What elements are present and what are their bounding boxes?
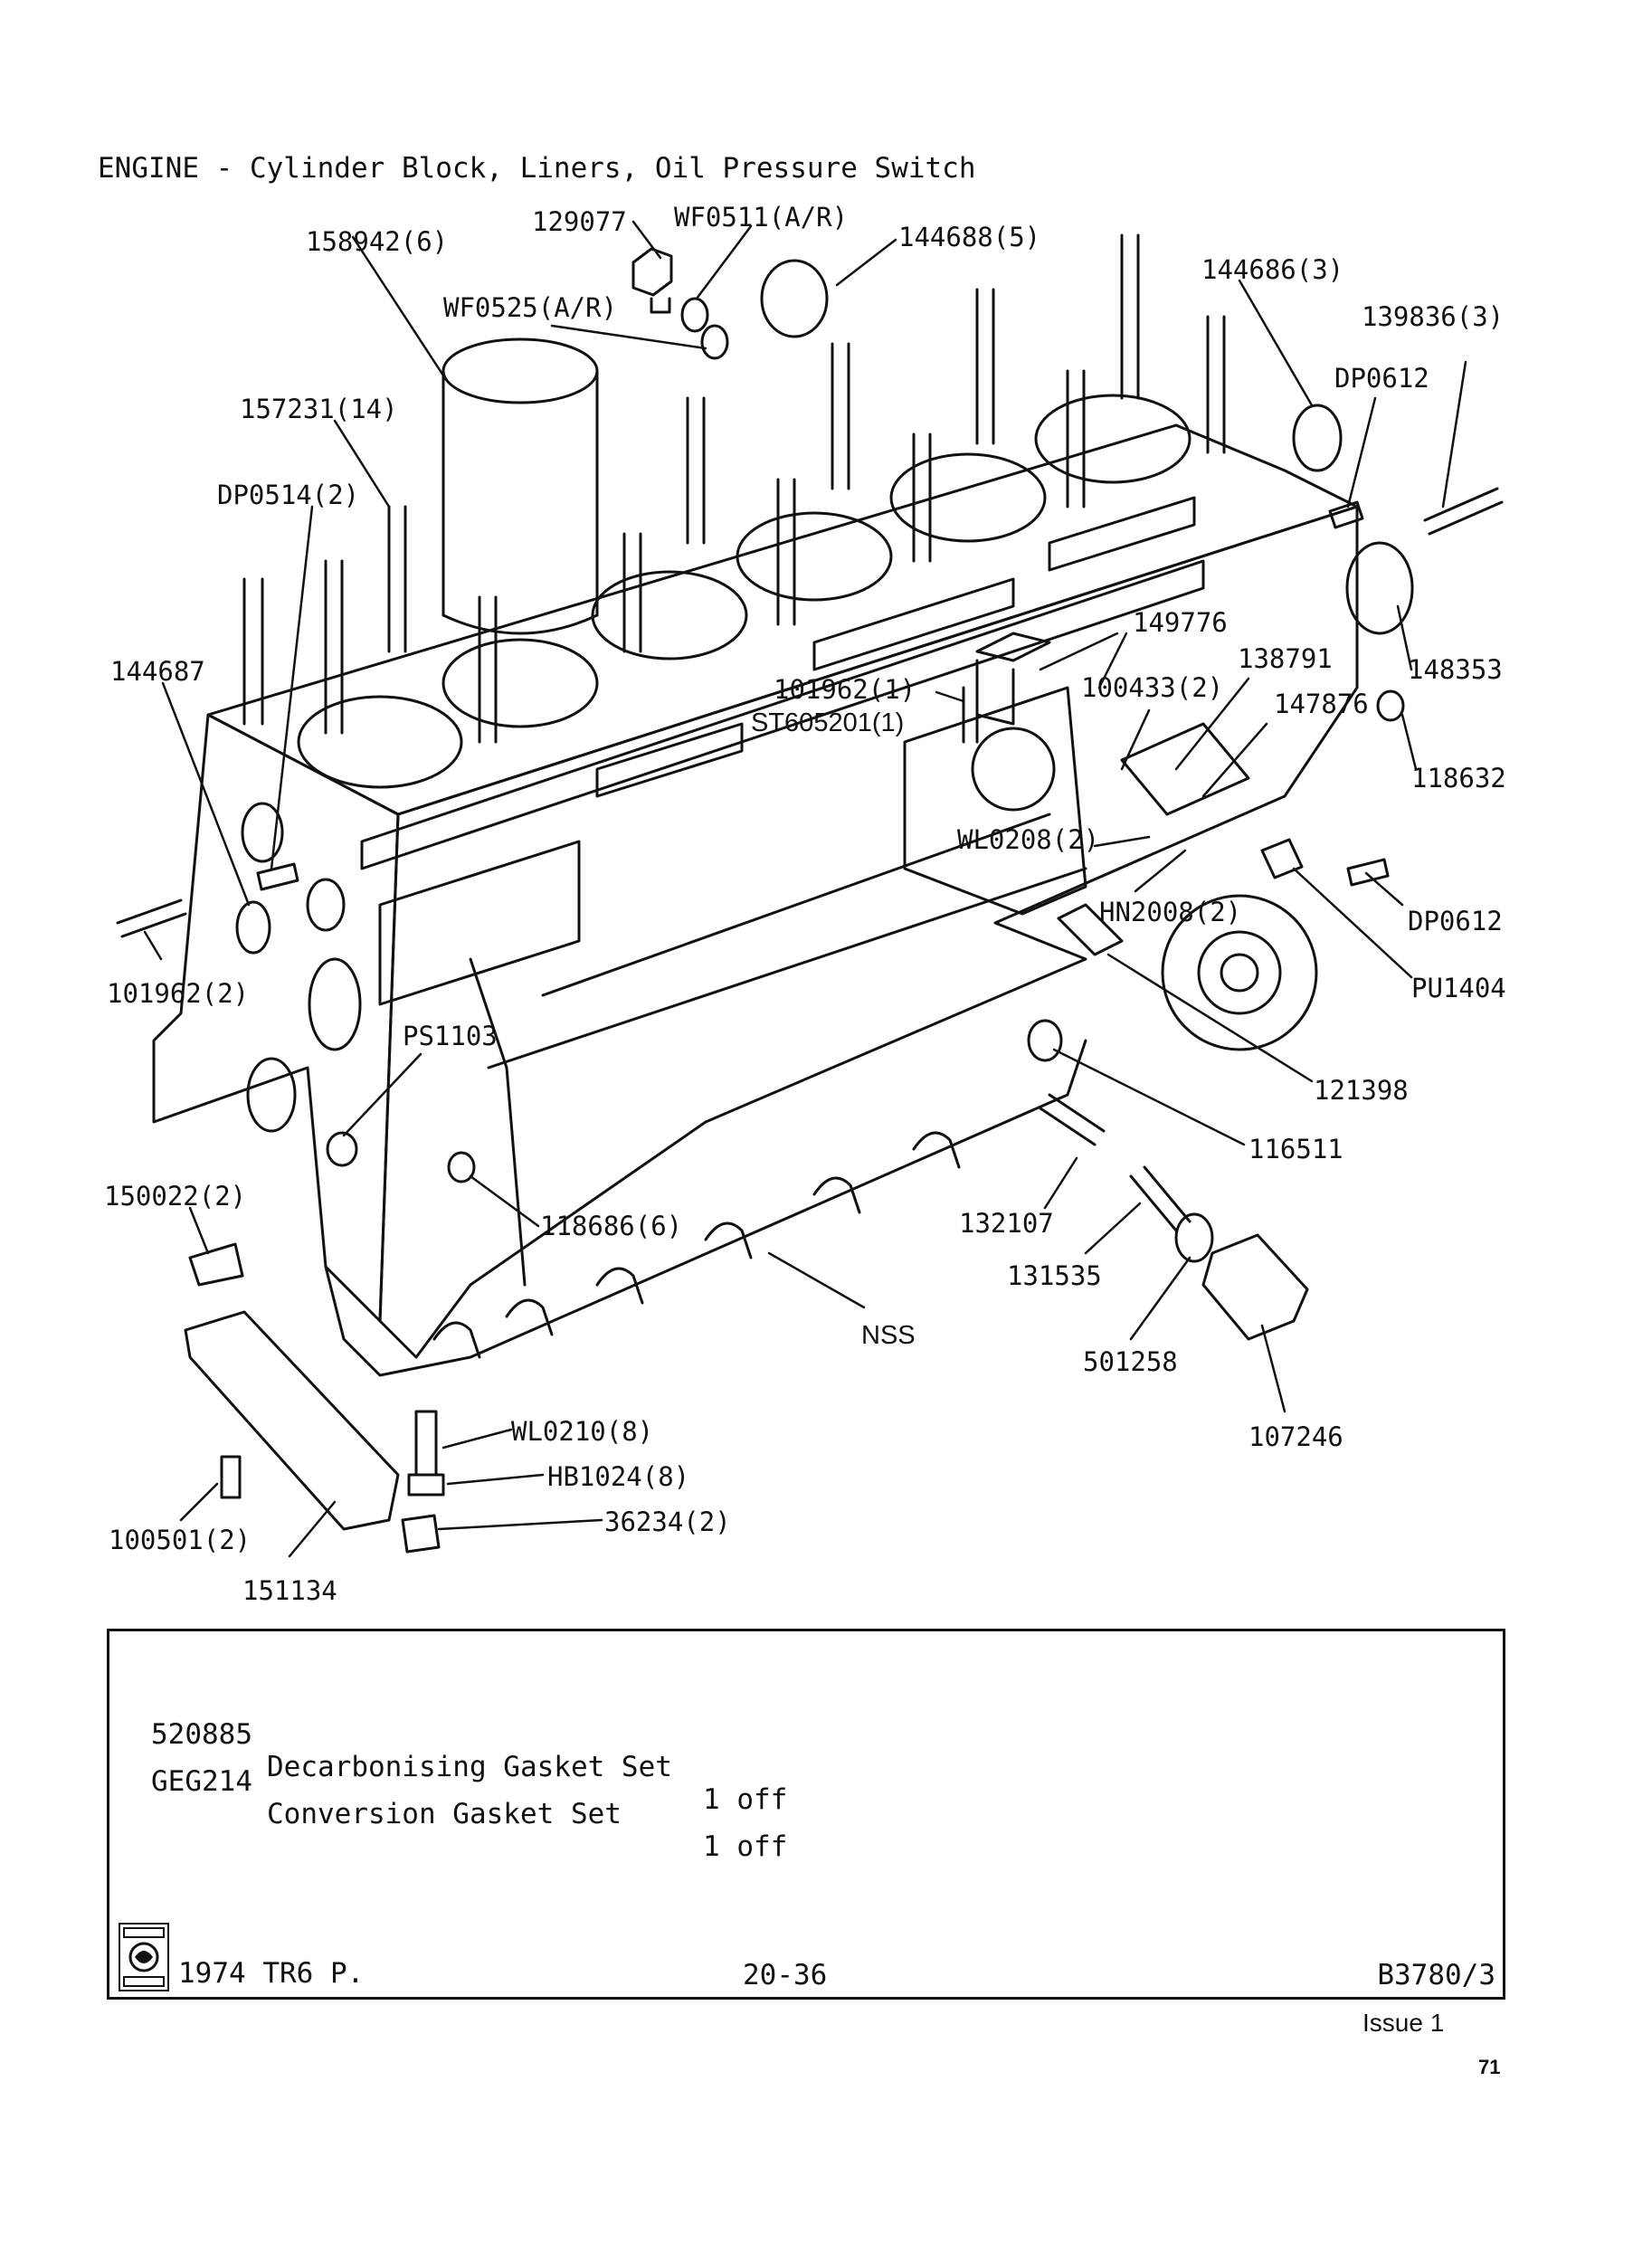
callout-118632: 118632 [1411, 763, 1506, 794]
gasket-kit-box: 520885 Decarbonising Gasket Set 1 off GE… [107, 1629, 1505, 2000]
callout-wf0525: WF0525(A/R) [443, 292, 617, 323]
callout-nss: NSS [861, 1321, 916, 1350]
callout-pu1404: PU1404 [1411, 973, 1506, 1003]
callout-501258: 501258 [1083, 1346, 1178, 1377]
callout-dp0612-right: DP0612 [1408, 906, 1503, 936]
kit-code: 520885 [151, 1718, 252, 1751]
callout-hb1024: HB1024(8) [547, 1461, 689, 1492]
callout-36234: 36234(2) [604, 1506, 731, 1537]
kit-description: Decarbonising Gasket Set [267, 1751, 672, 1783]
callout-wf0511: WF0511(A/R) [674, 202, 848, 233]
callout-144688: 144688(5) [898, 222, 1040, 252]
british-leyland-logo-mark [123, 1927, 165, 1987]
small-parts [116, 247, 1504, 1554]
callout-st605201: ST605201(1) [751, 708, 904, 737]
callout-132107: 132107 [959, 1208, 1054, 1239]
kit-description: Conversion Gasket Set [267, 1798, 622, 1830]
callout-ps1103: PS1103 [403, 1021, 498, 1051]
cylinder-liner [441, 337, 599, 635]
callout-148353: 148353 [1408, 654, 1503, 685]
kit-quantity: 1 off [703, 1830, 788, 1863]
british-leyland-logo [119, 1923, 169, 1991]
callout-wl0210: WL0210(8) [511, 1416, 653, 1447]
leader-lines [143, 220, 1467, 1558]
callout-101962-center: 101962(1) [774, 674, 916, 705]
callout-138791: 138791 [1238, 643, 1333, 674]
callout-118686: 118686(6) [540, 1211, 682, 1241]
callout-116511: 116511 [1248, 1134, 1343, 1164]
callout-100433: 100433(2) [1081, 672, 1223, 703]
callout-158942: 158942(6) [306, 226, 448, 257]
cylinder-bores [297, 394, 1192, 789]
kit-code: GEG214 [151, 1765, 252, 1798]
callout-144687: 144687 [110, 656, 205, 687]
callout-121398: 121398 [1314, 1075, 1409, 1106]
callout-129077: 129077 [532, 206, 627, 237]
callout-dp0612-top: DP0612 [1334, 363, 1429, 394]
callout-139836: 139836(3) [1362, 301, 1504, 332]
callout-149776: 149776 [1133, 607, 1228, 638]
callout-hn2008: HN2008(2) [1099, 897, 1241, 927]
callout-101962-left: 101962(2) [107, 978, 249, 1009]
issue-label: Issue 1 [1362, 2009, 1445, 2037]
kit-quantity: 1 off [703, 1783, 788, 1816]
page-reference: 20-36 [743, 1959, 828, 1991]
cylinder-block [152, 423, 1359, 1377]
callout-157231: 157231(14) [240, 394, 398, 424]
callout-151134: 151134 [242, 1575, 337, 1606]
model-year: 1974 TR6 P. [178, 1957, 365, 1990]
callout-150022: 150022(2) [104, 1181, 246, 1212]
callout-144686: 144686(3) [1201, 254, 1343, 285]
callout-147876: 147876 [1274, 689, 1369, 719]
callout-wl0208: WL0208(2) [957, 824, 1099, 855]
exploded-engine-diagram: 158942(6) 129077 WF0511(A/R) 144688(5) W… [104, 202, 1506, 1606]
head-studs [242, 233, 1226, 744]
page-title: ENGINE - Cylinder Block, Liners, Oil Pre… [98, 152, 976, 185]
callout-107246: 107246 [1248, 1421, 1343, 1452]
callout-dp0514: DP0514(2) [217, 480, 359, 510]
page-number: 71 [1478, 2056, 1501, 2078]
kit-row: 520885 Decarbonising Gasket Set 1 off [109, 1686, 1503, 1849]
callout-labels: 158942(6) 129077 WF0511(A/R) 144688(5) W… [104, 202, 1506, 1606]
callout-131535: 131535 [1007, 1260, 1102, 1291]
document-reference: B3780/3 [1377, 1959, 1495, 1991]
kit-row: GEG214 Conversion Gasket Set 1 off [109, 1733, 1503, 1896]
callout-100501: 100501(2) [109, 1525, 251, 1555]
